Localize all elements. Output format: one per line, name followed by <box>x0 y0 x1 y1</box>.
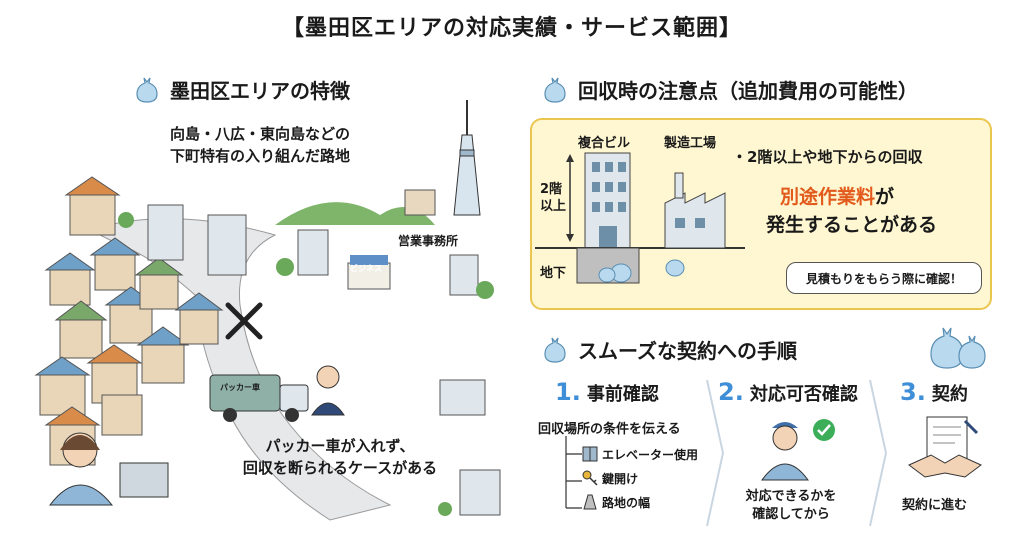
office-building <box>347 255 391 290</box>
list-item-elevator-label: エレベーター使用 <box>602 447 699 462</box>
list-item-elevator: エレベーター使用 <box>582 442 698 466</box>
factory-label: 製造工場 <box>664 136 717 151</box>
step-1-header: 1. 事前確認 <box>555 378 659 406</box>
step-2-number: 2. <box>718 378 744 406</box>
area-note-line-2: 下町特有の入り組んだ路地 <box>169 146 350 165</box>
list-item-key-label: 鍵開け <box>602 471 639 486</box>
key-icon <box>582 470 598 486</box>
step-3-desc: 契約に進む <box>902 498 968 513</box>
packer-note-line-1: パッカー車が入れず、 <box>265 437 415 455</box>
packer-note: パッカー車が入れず、 回収を断られるケースがある <box>230 436 450 480</box>
step-2-desc: 対応できるかを 確認してから <box>736 488 846 524</box>
blocked-x-icon <box>225 302 263 340</box>
step-divider-1 <box>706 379 725 527</box>
basement-label: 地下 <box>540 266 567 281</box>
contract-heading-text: スムーズな契約への手順 <box>578 338 797 363</box>
tower-icon <box>453 100 481 216</box>
packer-note-line-2: 回収を断られるケースがある <box>242 458 438 477</box>
step-2-desc-line-2: 確認してから <box>752 507 830 523</box>
list-item-alley-label: 路地の幅 <box>602 495 651 510</box>
floor-label-line-2: 以上 <box>540 198 567 214</box>
step-2-title: 対応可否確認 <box>749 384 858 405</box>
office-sign: ビジネス <box>350 264 382 273</box>
extra-fee-suffix: が <box>875 186 895 208</box>
step-3-title: 契約 <box>931 384 968 405</box>
truck-label: パッカー車 <box>220 383 260 392</box>
area-note: 向島・八広・東向島などの 下町特有の入り組んだ路地 <box>140 124 380 168</box>
step-1-list: エレベーター使用 鍵開け 路地の幅 <box>582 442 698 514</box>
list-item-key: 鍵開け <box>582 466 698 490</box>
staff-check-illustration <box>761 419 835 481</box>
step-1-number: 1. <box>555 378 581 406</box>
caution-bullet: ・2階以上や地下からの回収 <box>732 148 923 166</box>
office-label: 営業事務所 <box>398 234 459 248</box>
caution-heading-text: 回収時の注意点（追加費用の可能性） <box>578 78 918 103</box>
extra-fee-highlight: 別途作業料 <box>780 186 876 208</box>
caution-result: 発生することがある <box>766 214 938 236</box>
left-heading-text: 墨田区エリアの特徴 <box>170 78 350 103</box>
packer-truck-icon <box>209 374 309 422</box>
step-divider-2 <box>869 379 888 527</box>
left-heading: 墨田区エリアの特徴 <box>132 74 350 104</box>
floor-label-line-1: 2階 <box>540 182 563 197</box>
operator-icon <box>48 432 169 506</box>
step-3-number: 3. <box>900 378 926 406</box>
handshake-contract-icon <box>908 416 982 478</box>
step-1-desc: 回収場所の条件を伝える <box>538 422 681 437</box>
contract-heading: スムーズな契約への手順 <box>540 334 797 364</box>
city-illustration <box>34 100 501 521</box>
building-label: 複合ビル <box>578 136 631 151</box>
step-1-tree-lines <box>565 436 582 509</box>
caution-heading: 回収時の注意点（追加費用の可能性） <box>540 74 918 104</box>
garbage-bags-icon <box>930 327 986 369</box>
garbage-bag-icon <box>544 337 566 363</box>
list-item-alley: 路地の幅 <box>582 490 698 514</box>
page-title: 【墨田区エリアの対応実績・サービス範囲】 <box>281 16 742 41</box>
step-3-header: 3. 契約 <box>900 378 968 406</box>
floor-label: 2階 以上 <box>540 182 566 216</box>
staff-person-icon <box>311 365 345 416</box>
extra-fee-line: 別途作業料が <box>780 182 894 209</box>
step-1-title: 事前確認 <box>586 384 659 405</box>
confirm-bubble: 見積もりをもらう際に確認！ <box>786 262 982 294</box>
alley-icon <box>583 494 597 510</box>
step-2-desc-line-1: 対応できるかを <box>745 489 837 504</box>
building-illustration <box>535 152 745 284</box>
garbage-bag-icon <box>136 77 158 103</box>
garbage-bag-icon <box>544 77 566 103</box>
area-note-line-1: 向島・八広・東向島などの <box>169 125 350 143</box>
elevator-icon <box>582 446 598 462</box>
step-2-header: 2. 対応可否確認 <box>718 378 858 406</box>
